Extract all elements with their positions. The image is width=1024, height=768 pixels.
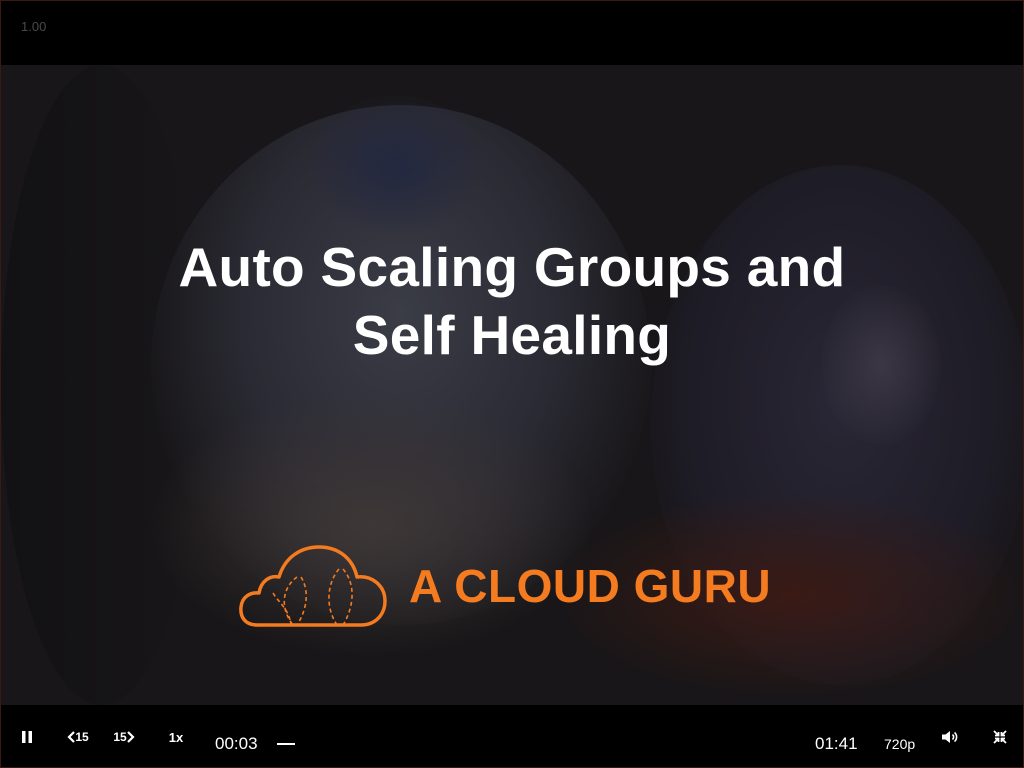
- chevron-left-icon: [67, 731, 76, 743]
- playback-rate-label: 1x: [168, 729, 184, 745]
- time-separator: [277, 743, 295, 745]
- volume-icon: [942, 731, 958, 743]
- volume-button[interactable]: [939, 705, 961, 767]
- exit-fullscreen-icon: [993, 730, 1007, 744]
- rewind-15-button[interactable]: 15: [61, 705, 95, 767]
- playback-rate-button[interactable]: 1x: [161, 705, 191, 767]
- pause-icon: [22, 731, 32, 743]
- slide-title-line-1: Auto Scaling Groups and: [178, 236, 846, 298]
- forward-15-button[interactable]: 15: [107, 705, 141, 767]
- a-cloud-guru-logo: A CLOUD GURU: [239, 543, 799, 633]
- quality-selector[interactable]: 720p: [884, 736, 916, 752]
- pause-button[interactable]: [13, 705, 41, 767]
- current-time: 00:03: [215, 734, 258, 753]
- slide-title: Auto Scaling Groups and Self Healing: [1, 233, 1023, 369]
- exit-fullscreen-button[interactable]: [989, 705, 1011, 767]
- player-top-bar: 1.00: [1, 1, 1023, 65]
- cloud-guru-cloud-icon: [239, 545, 387, 627]
- duration: 01:41: [815, 734, 858, 753]
- chevron-right-icon: [126, 731, 135, 743]
- logo-wordmark: A CLOUD GURU: [409, 560, 772, 612]
- player-control-bar: 15 15 1x 00:03 01:41 720p: [1, 705, 1023, 767]
- video-frame[interactable]: Auto Scaling Groups and Self Healing A C…: [1, 65, 1023, 705]
- forward-label: 15: [113, 730, 127, 744]
- video-background-scene: [1, 65, 1023, 705]
- speed-readout: 1.00: [21, 19, 47, 34]
- slide-title-line-2: Self Healing: [352, 304, 672, 366]
- rewind-label: 15: [75, 730, 89, 744]
